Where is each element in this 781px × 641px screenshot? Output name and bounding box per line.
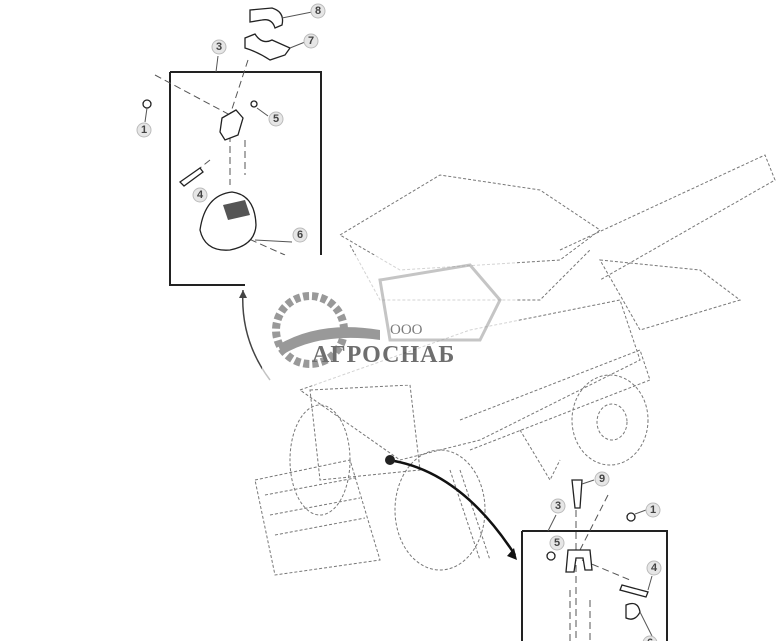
washer-nut [250,100,258,108]
callout-7: 7 [289,33,319,49]
callout-6: 6 [254,227,308,243]
nut [626,512,636,522]
detail-box-bottom-right [385,455,668,641]
clamp-half-lower [244,33,291,61]
lamp-housing [199,191,257,251]
svg-text:5: 5 [554,537,560,549]
svg-text:6: 6 [647,637,653,641]
callout-6: 6 [639,611,658,641]
bolt-vertical [571,479,583,509]
bolt-horizontal [619,584,649,598]
svg-text:1: 1 [141,124,147,136]
callout-4: 4 [192,187,208,203]
svg-text:4: 4 [651,562,658,574]
watermark-prefix: ООО [390,322,423,338]
callout-3: 3 [547,498,566,532]
nut [142,99,152,109]
callout-9: 9 [581,471,610,487]
bracket [219,109,244,141]
callout-8: 8 [281,3,326,19]
callout-4: 4 [646,560,662,591]
svg-text:8: 8 [315,5,321,17]
callout-1: 1 [634,502,661,518]
callout-3: 3 [211,39,227,73]
svg-text:9: 9 [599,473,605,485]
bolt [178,167,204,187]
callout-5: 5 [549,535,565,551]
svg-text:6: 6 [297,229,303,241]
callout-1: 1 [136,107,152,138]
detail-box-top-left [142,7,322,381]
svg-text:3: 3 [216,41,222,53]
washer-nut [546,551,556,561]
svg-text:4: 4 [197,189,204,201]
svg-text:5: 5 [273,113,279,125]
watermark-logo: ООО АГРОСНАБ [262,255,517,385]
svg-text:7: 7 [308,35,314,47]
svg-text:1: 1 [650,504,656,516]
callout-5: 5 [256,107,284,127]
lamp-socket [625,602,641,620]
clamp-half-upper [249,7,284,29]
watermark-name: АГРОСНАБ [312,342,455,368]
svg-text:3: 3 [555,500,561,512]
u-bracket [565,549,593,573]
